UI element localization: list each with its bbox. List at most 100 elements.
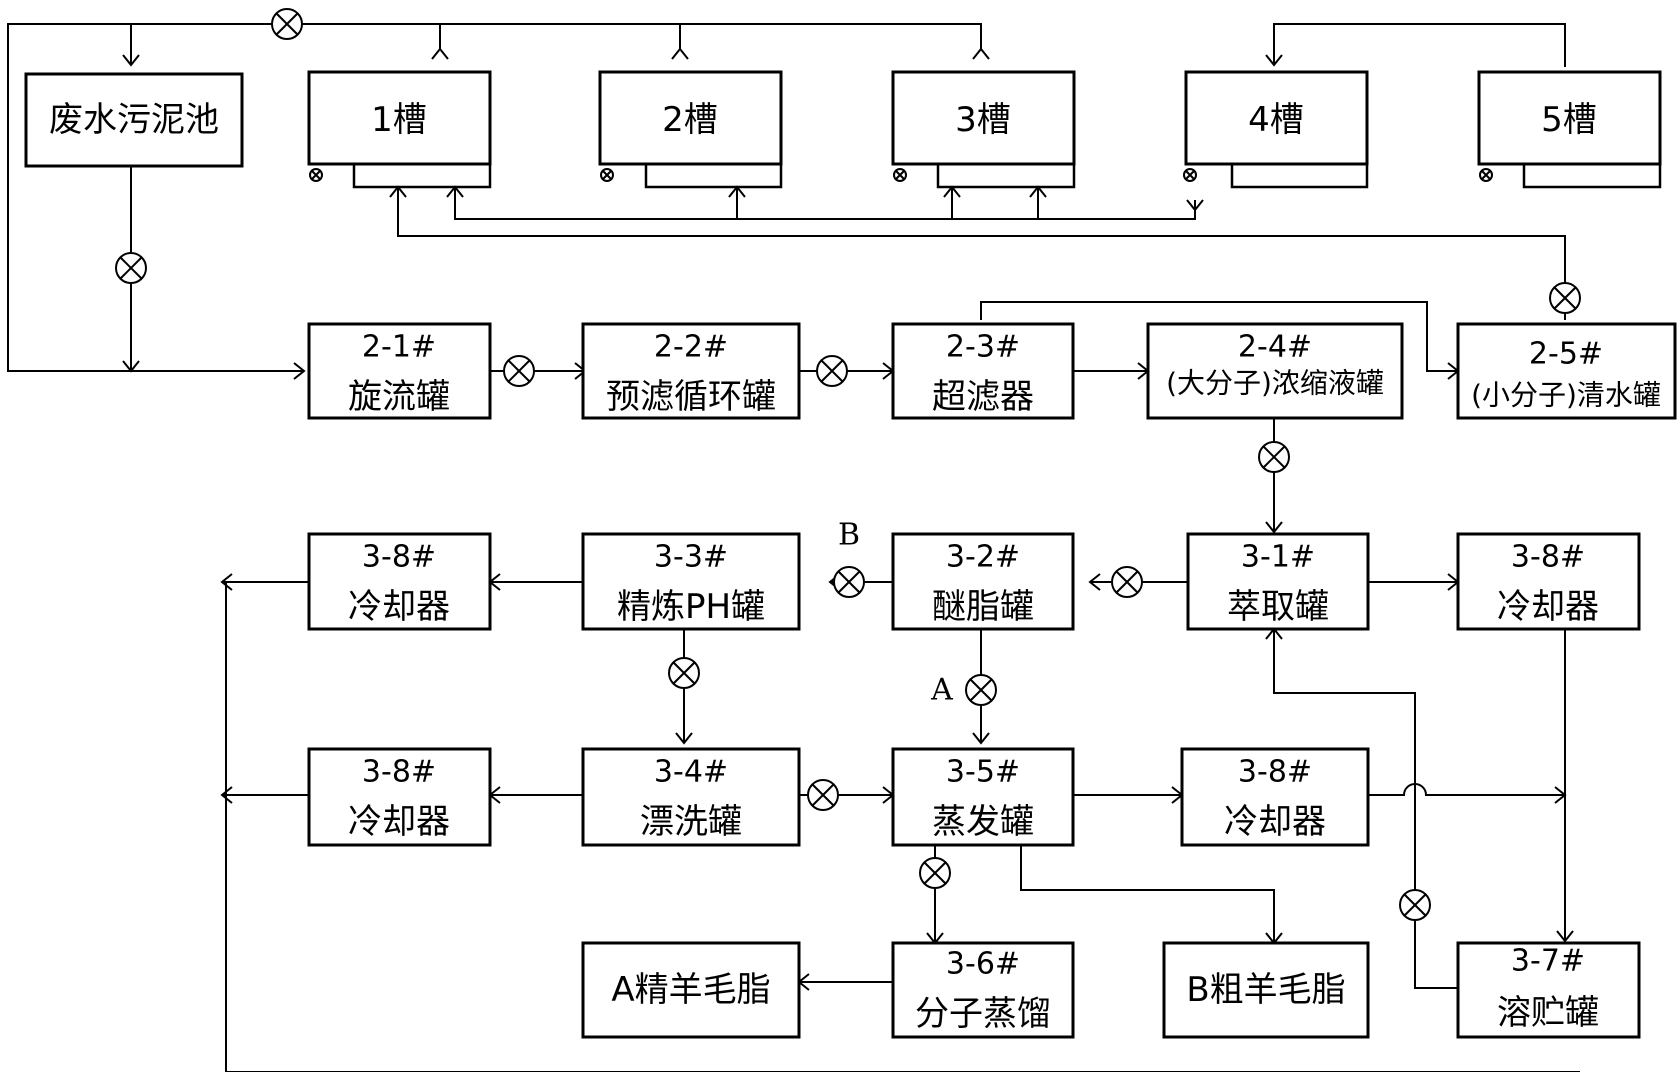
drain-valve-icon (600, 168, 614, 182)
arrow-into-t4-bottom (1186, 199, 1204, 212)
valve-icon (919, 857, 951, 889)
unit-2-4-code: 2-4# (1238, 330, 1312, 365)
unit-3-8-c-code: 3-8# (362, 755, 436, 790)
unit-3-4-name: 漂洗罐 (640, 802, 742, 842)
connector-left-bypass (7, 23, 440, 372)
product-b-label: B粗羊毛脂 (1186, 970, 1345, 1010)
arrow-into-37-side (1554, 786, 1567, 804)
connector-sludge-to-21 (130, 166, 304, 372)
unit-2-3-code: 2-3# (946, 330, 1020, 365)
unit-3-8-a-name: 冷却器 (348, 587, 450, 627)
valve-icon (833, 566, 865, 598)
unit-3-4: 3-4# 漂洗罐 (581, 747, 801, 847)
tank-3-label: 3槽 (955, 100, 1011, 140)
product-a-refined: A精羊毛脂 (581, 941, 801, 1039)
unit-2-2-code: 2-2# (654, 330, 728, 365)
unit-2-2: 2-2# 预滤循环罐 (581, 322, 801, 420)
unit-2-4: 2-4# (大分子)浓缩液罐 (1146, 322, 1404, 420)
valves (115, 8, 1581, 921)
unit-3-1: 3-1# 萃取罐 (1186, 532, 1370, 631)
label-a: A (930, 673, 953, 708)
drain-valve-icon (309, 168, 323, 182)
arrow-into-t4 (1265, 54, 1283, 67)
unit-3-8-d-name: 冷却器 (1224, 802, 1326, 842)
arrow-up-t1 (431, 47, 449, 60)
connector-37-31 (1273, 629, 1458, 989)
unit-3-3-name: 精炼PH罐 (617, 587, 765, 627)
arrow-up-t3 (972, 47, 990, 60)
unit-2-2-name: 预滤循环罐 (606, 377, 776, 417)
product-a-label: A精羊毛脂 (611, 970, 770, 1010)
unit-3-5: 3-5# 蒸发罐 (891, 747, 1075, 847)
unit-3-2-name: 醚脂罐 (932, 587, 1034, 627)
unit-3-1-code: 3-1# (1241, 540, 1315, 575)
connector-35-crude (1020, 845, 1275, 943)
drain-valve-icon (893, 168, 907, 182)
arrow-into-35 (972, 732, 990, 745)
valve-icon (503, 355, 535, 387)
connector-38b-right (1368, 783, 1565, 796)
arrow-into-37 (1556, 930, 1574, 943)
valve-icon (271, 8, 303, 40)
arrow-into-32 (1088, 573, 1101, 591)
unit-3-8-d: 3-8# 冷却器 (1180, 747, 1370, 847)
unit-3-8-b-name: 冷却器 (1497, 587, 1599, 627)
unit-3-8-b: 3-8# 冷却器 (1456, 532, 1641, 631)
connector-return-bus-4 (454, 187, 1196, 220)
unit-2-1-name: 旋流罐 (348, 377, 450, 417)
unit-2-3-name: 超滤器 (932, 377, 1034, 417)
arrow-sludge-junction (122, 360, 140, 373)
unit-2-3: 2-3# 超滤器 (891, 322, 1075, 420)
valve-icon (965, 674, 997, 706)
label-b: B (838, 518, 860, 553)
tank-sludge-label: 废水污泥池 (49, 100, 219, 140)
tank-5-label: 5槽 (1541, 100, 1597, 140)
connector-tank-top-bus (439, 23, 982, 49)
unit-3-8-b-code: 3-8# (1511, 540, 1585, 575)
arrow-left-row4 (220, 786, 233, 804)
valve-icon (816, 355, 848, 387)
tank-1: 1槽 (307, 70, 492, 189)
arrow-into-21 (293, 362, 306, 380)
unit-3-8-c: 3-8# 冷却器 (307, 747, 492, 847)
connector-return-bus-2-5 (397, 187, 1566, 320)
unit-3-4-code: 3-4# (654, 755, 728, 790)
unit-3-3-code: 3-3# (654, 540, 728, 575)
tank-4: 4槽 (1184, 70, 1369, 189)
unit-3-5-name: 蒸发罐 (932, 802, 1034, 842)
drain-valve-icon (1183, 168, 1197, 182)
unit-2-1-code: 2-1# (362, 330, 436, 365)
valve-icon (1399, 889, 1431, 921)
unit-3-6-code: 3-6# (946, 947, 1020, 982)
unit-2-4-name: (大分子)浓缩液罐 (1166, 367, 1384, 400)
unit-2-1: 2-1# 旋流罐 (307, 322, 492, 420)
unit-3-2: 3-2# 醚脂罐 (891, 532, 1075, 631)
arrow-up-t2 (671, 47, 689, 60)
valve-icon (807, 779, 839, 811)
unit-3-8-d-code: 3-8# (1238, 755, 1312, 790)
valve-icon (115, 252, 147, 284)
unit-3-8-a-code: 3-8# (362, 540, 436, 575)
tank-2-label: 2槽 (662, 100, 718, 140)
unit-3-5-code: 3-5# (946, 755, 1020, 790)
unit-3-6: 3-6# 分子蒸馏 (891, 941, 1075, 1039)
tank-5: 5槽 (1477, 70, 1662, 189)
unit-3-1-name: 萃取罐 (1227, 587, 1329, 627)
tank-sludge: 废水污泥池 (24, 72, 244, 168)
connector-23-25 (980, 301, 1458, 372)
unit-3-7-name: 溶贮罐 (1497, 993, 1599, 1033)
unit-3-7: 3-7# 溶贮罐 (1456, 941, 1641, 1039)
arrow-into-31 (1265, 521, 1283, 534)
tank-1-label: 1槽 (371, 100, 427, 140)
unit-3-2-code: 3-2# (946, 540, 1020, 575)
unit-3-8-a: 3-8# 冷却器 (307, 532, 492, 631)
unit-3-3: 3-3# 精炼PH罐 (581, 532, 801, 631)
connector-left-return (225, 582, 1580, 1072)
valve-icon (1111, 566, 1143, 598)
tank-2: 2槽 (598, 70, 783, 189)
arrow-left-row3 (220, 573, 233, 591)
unit-2-5: 2-5# (小分子)清水罐 (1456, 322, 1677, 420)
valve-icon (1549, 282, 1581, 314)
valve-icon (1258, 441, 1290, 473)
